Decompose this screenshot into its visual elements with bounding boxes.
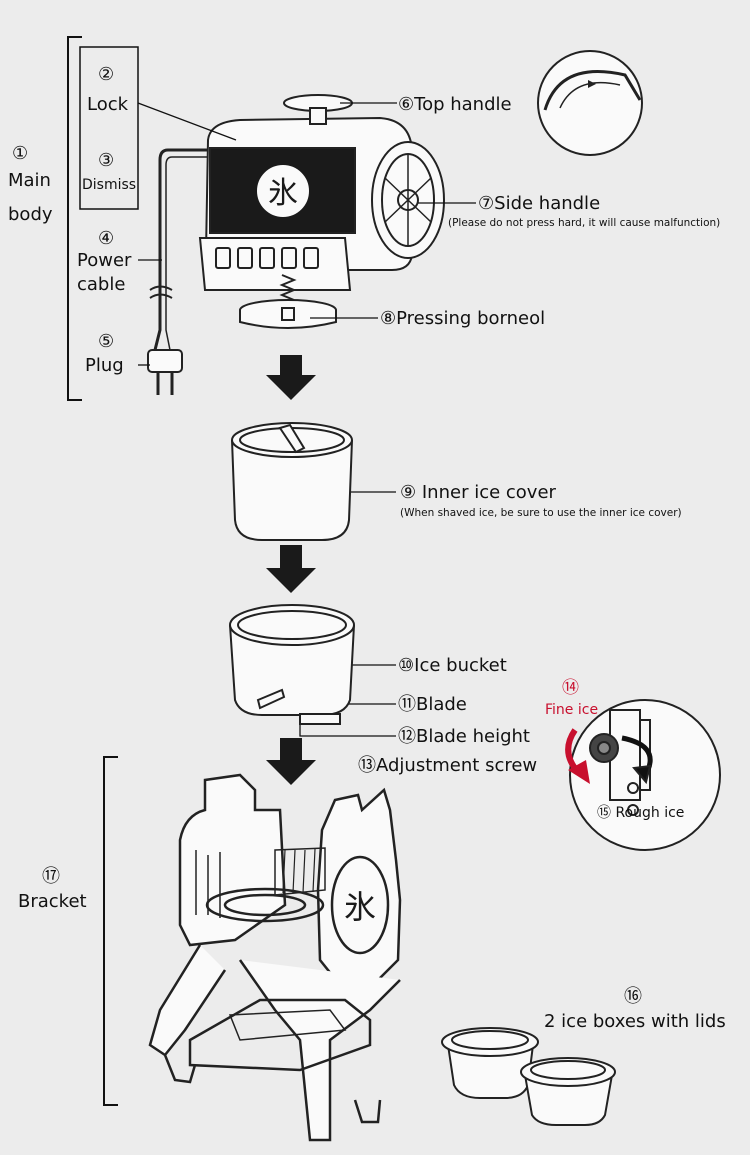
ice-boxes-number: ⑯	[624, 986, 642, 1007]
bracket-illustration: 氷	[148, 773, 402, 1142]
emblem-character: 氷	[268, 176, 298, 211]
emblem-character: 氷	[344, 888, 376, 926]
dismiss-label: Dismiss	[82, 177, 137, 193]
blade-label: ⑪Blade	[398, 696, 467, 714]
blade-number: ⑪	[398, 694, 416, 715]
ice-boxes-illustration	[441, 1027, 616, 1126]
fine-ice-number: ⑭	[562, 678, 579, 698]
power-cable-label-line2: cable	[77, 274, 126, 295]
top-handle-number: ⑥	[398, 94, 415, 115]
blade-text: Blade	[416, 694, 467, 715]
lock-dismiss-box	[79, 46, 139, 210]
side-handle-number: ⑦	[478, 193, 495, 214]
fine-ice-label: Fine ice	[545, 702, 599, 718]
ice-bucket-label: ⑩Ice bucket	[398, 657, 507, 675]
adjustment-screw-text: Adjustment screw	[376, 755, 538, 776]
side-handle-note: (Please do not press hard, it will cause…	[448, 217, 721, 229]
handle-detail-magnifier	[537, 50, 643, 156]
pressing-borneol-label: ⑧Pressing borneol	[380, 310, 545, 328]
main-body-label-line1: Main	[8, 170, 51, 191]
ice-bucket-illustration	[229, 604, 355, 725]
main-body-number: ①	[12, 143, 29, 164]
main-body-label-line2: body	[8, 204, 53, 225]
side-handle-text: Side handle	[494, 193, 601, 214]
lock-number: ②	[98, 64, 115, 85]
blade-height-text: Blade height	[416, 726, 530, 747]
plug-label: Plug	[85, 355, 124, 376]
pressing-borneol-number: ⑧	[380, 308, 397, 329]
main-body-bracket	[67, 36, 82, 401]
blade-height-label: ⑫Blade height	[398, 728, 530, 746]
rough-ice-label: ⑮ Rough ice	[597, 806, 684, 820]
adjustment-screw-label: ⑬Adjustment screw	[358, 757, 537, 775]
rough-ice-number: ⑮	[597, 805, 611, 821]
inner-ice-cover-number: ⑨	[400, 482, 417, 503]
pressing-borneol-text: Pressing borneol	[396, 308, 546, 329]
ice-bucket-text: Ice bucket	[414, 655, 507, 676]
main-body-illustration: 氷	[147, 94, 445, 395]
fine-ice-arrow	[565, 728, 590, 784]
adjustment-screw-number: ⑬	[358, 755, 376, 776]
side-handle-label: ⑦Side handle	[478, 195, 600, 213]
ice-bucket-number: ⑩	[398, 655, 415, 676]
top-handle-text: Top handle	[414, 94, 512, 115]
inner-ice-cover-text: Inner ice cover	[421, 482, 556, 503]
assembly-arrows	[266, 355, 316, 785]
plug-number: ⑤	[98, 331, 115, 352]
inner-ice-cover-label: ⑨ Inner ice cover	[400, 484, 556, 502]
power-cable-label-line1: Power	[77, 250, 132, 271]
dismiss-number: ③	[98, 150, 115, 171]
power-cable-number: ④	[98, 228, 115, 249]
bracket-bracket-line	[103, 756, 118, 1106]
lock-label: Lock	[87, 94, 129, 115]
inner-ice-cover-note: (When shaved ice, be sure to use the inn…	[400, 507, 682, 519]
blade-height-number: ⑫	[398, 726, 416, 747]
blade-adjustment-detail	[569, 699, 721, 851]
inner-ice-cover-illustration	[231, 422, 353, 541]
top-handle-label: ⑥Top handle	[398, 96, 512, 114]
ice-boxes-label: 2 ice boxes with lids	[544, 1011, 726, 1032]
bracket-number: ⑰	[42, 866, 60, 887]
rough-ice-text: Rough ice	[615, 805, 685, 821]
bracket-label: Bracket	[18, 891, 87, 912]
